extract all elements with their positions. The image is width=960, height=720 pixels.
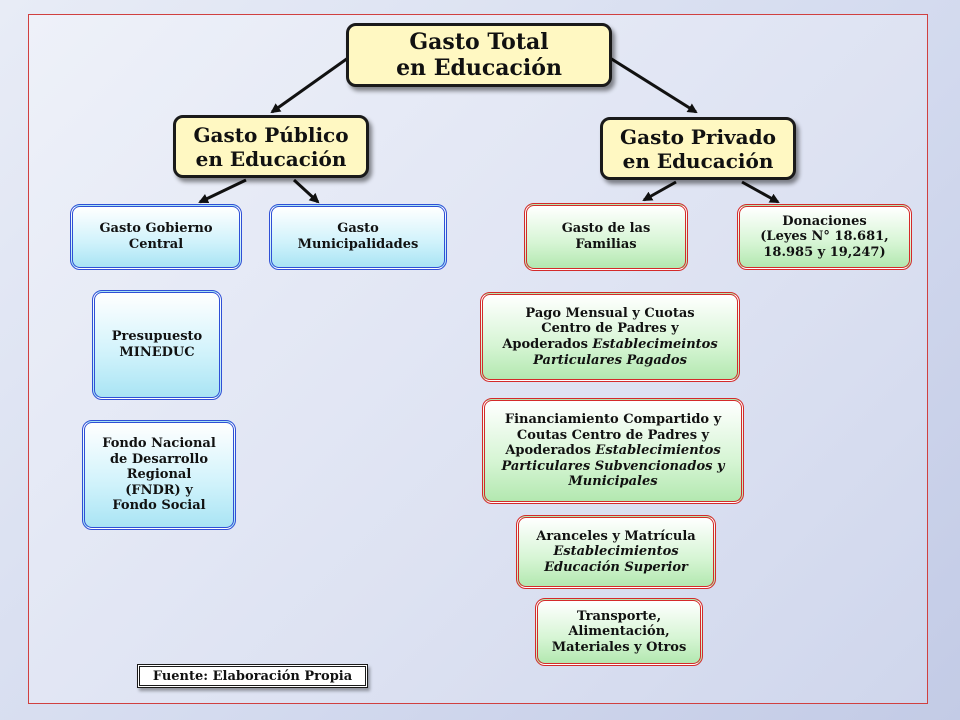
node-presupuesto-line1: Presupuesto [111,329,203,345]
node-financiamiento-compartido: Financiamiento Compartido y Coutas Centr… [482,398,744,504]
node-fin-line1: Financiamiento Compartido y [504,412,722,428]
node-familias-line1: Gasto de las [561,221,651,237]
node-gasto-privado-line2: en Educación [622,148,774,173]
node-gasto-total-line1: Gasto Total [409,28,549,55]
node-gasto-municipalidades: Gasto Municipalidades [269,204,447,270]
node-pago-line2: Centro de Padres y [541,321,679,337]
node-fondo-line5: Fondo Social [112,498,206,514]
source-note: Fuente: Elaboración Propia [137,664,368,688]
node-pago-line3b: Establecimeintos [592,337,718,352]
node-gasto-publico: Gasto Público en Educación [173,115,369,178]
node-donaciones-line1: Donaciones [782,213,867,229]
node-fondo-line3: Regional [126,467,192,483]
node-presupuesto-line2: MINEDUC [119,345,195,360]
node-aranceles-line3: Educación Superior [544,559,688,575]
node-fin-line3a: Apoderados [505,443,596,459]
node-municipalidades-line2: Municipalidades [297,237,419,252]
node-pago-line4: Particulares Pagados [533,352,687,368]
node-fin-line4: Particulares Subvencionados y [501,458,725,474]
node-pago-line3: Apoderados Establecimeintos [502,337,717,353]
node-presupuesto-mineduc: Presupuesto MINEDUC [92,290,222,400]
node-donaciones-line3: 18.985 y 19,247) [763,244,886,260]
node-fin-line3b: Establecimientos [595,443,721,459]
node-pago-mensual: Pago Mensual y Cuotas Centro de Padres y… [480,292,740,382]
node-gobierno-line2: Central [128,237,184,252]
node-gasto-familias: Gasto de las Familias [524,203,688,271]
node-fondo-line1: Fondo Nacional [102,436,216,452]
node-pago-line3a: Apoderados [502,337,593,352]
node-gasto-privado-line1: Gasto Privado [620,124,776,149]
node-transporte-line2: Alimentación, [568,624,670,640]
node-fondo-line2: de Desarrollo [109,451,209,467]
node-fondo-line4: (FNDR) y [125,482,193,498]
node-gasto-gobierno-central: Gasto Gobierno Central [70,204,242,270]
node-fin-line5: Municipales [568,474,658,490]
node-aranceles-line1: Aranceles y Matrícula [536,528,696,544]
node-aranceles-matricula: Aranceles y Matrícula Establecimientos E… [516,515,716,589]
node-pago-line1: Pago Mensual y Cuotas [525,305,695,321]
node-gasto-total: Gasto Total en Educación [346,23,612,87]
node-gasto-publico-line1: Gasto Público [193,122,349,147]
node-transporte-line1: Transporte, [576,608,662,624]
node-fin-line3: Apoderados Establecimientos [505,443,720,459]
node-aranceles-line2: Establecimientos [553,544,679,560]
node-gobierno-line1: Gasto Gobierno [99,221,213,237]
node-transporte: Transporte, Alimentación, Materiales y O… [535,598,703,666]
node-gasto-publico-line2: en Educación [195,146,347,171]
node-municipalidades-line1: Gasto [337,221,379,237]
node-gasto-total-line2: en Educación [396,55,562,81]
node-fin-line2: Coutas Centro de Padres y [516,427,710,443]
node-familias-line2: Familias [575,237,637,252]
node-fondo-nacional: Fondo Nacional de Desarrollo Regional (F… [82,420,236,530]
node-transporte-line3: Materiales y Otros [551,639,687,655]
node-gasto-privado: Gasto Privado en Educación [600,117,796,180]
node-donaciones: Donaciones (Leyes N° 18.681, 18.985 y 19… [737,204,912,270]
node-donaciones-line2: (Leyes N° 18.681, [760,229,889,245]
